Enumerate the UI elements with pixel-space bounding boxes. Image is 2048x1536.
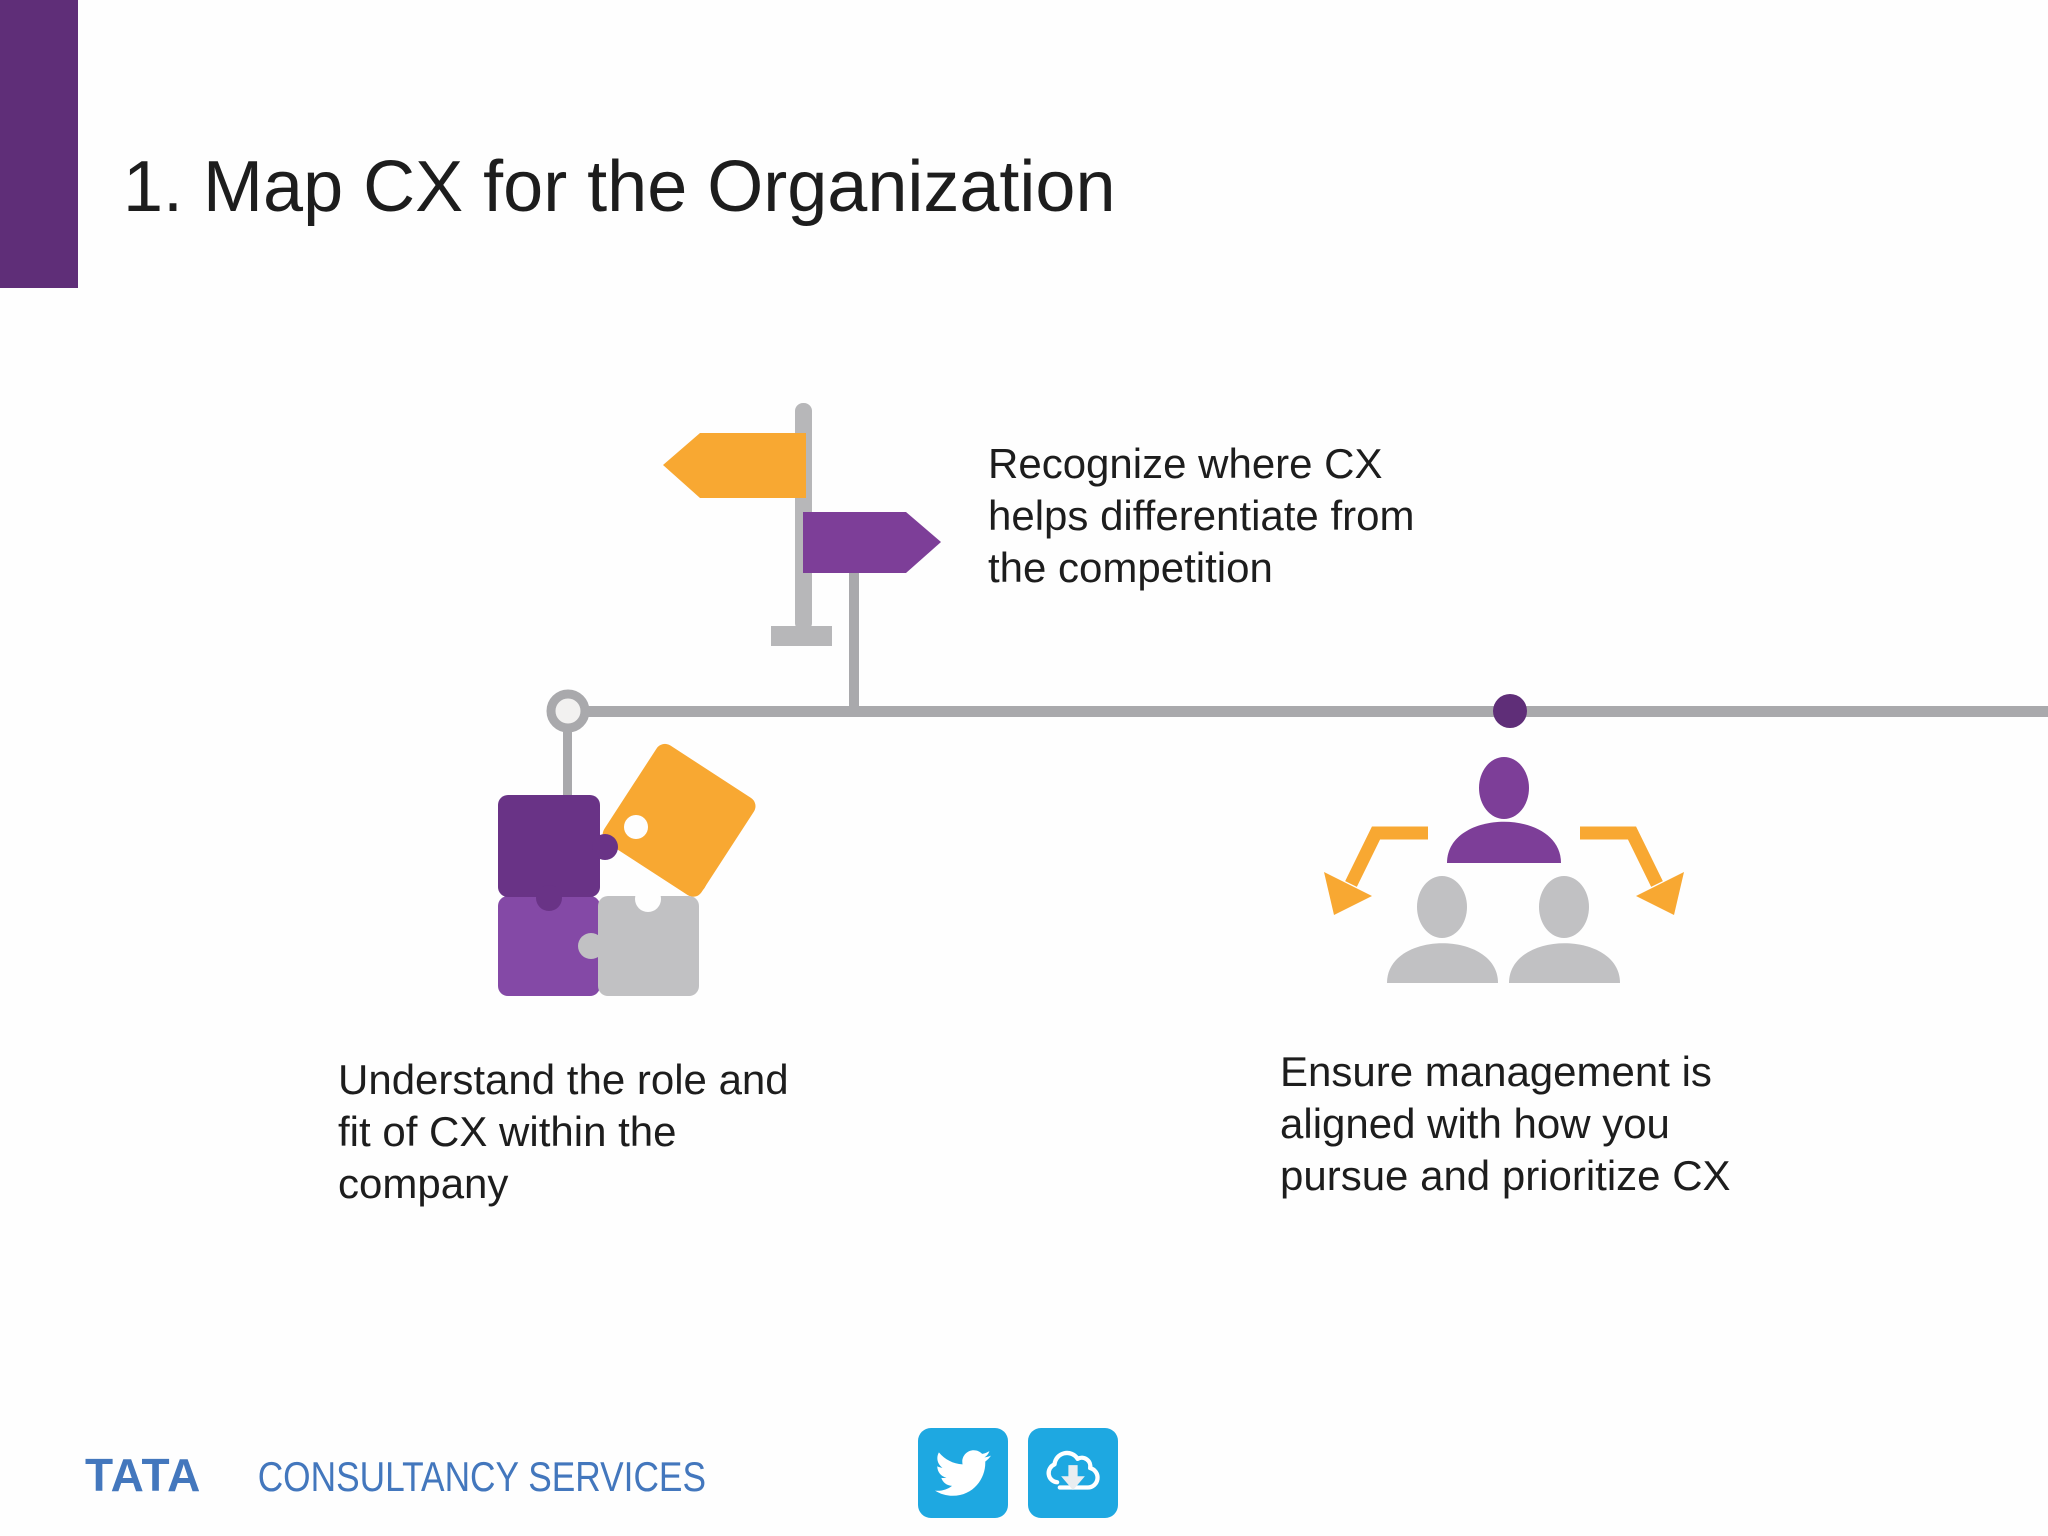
download-button[interactable] bbox=[1028, 1428, 1118, 1518]
signpost-arrow-right bbox=[803, 512, 941, 573]
person-left-icon bbox=[1387, 876, 1498, 983]
puzzle-piece-orange bbox=[602, 743, 756, 897]
arrow-down-left-icon bbox=[1324, 826, 1428, 915]
caption-management-alignment: Ensure management is aligned with how yo… bbox=[1280, 1048, 1731, 1199]
puzzle-icon bbox=[498, 743, 756, 996]
puzzle-connector-line bbox=[563, 718, 572, 800]
caption-role-fit: Understand the role and fit of CX within… bbox=[338, 1056, 789, 1207]
caption-differentiate: Recognize where CX helps differentiate f… bbox=[988, 440, 1415, 591]
puzzle-piece-bottom-right bbox=[598, 896, 699, 996]
puzzle-knob-gray bbox=[578, 933, 604, 959]
timeline bbox=[546, 689, 2048, 800]
tcs-logo: TATA CONSULTANCY SERVICES bbox=[85, 1448, 749, 1502]
timeline-milestone-dot bbox=[1493, 694, 1527, 728]
twitter-icon bbox=[935, 1450, 991, 1496]
accent-bar bbox=[0, 0, 78, 288]
puzzle-knob-orange bbox=[679, 866, 707, 894]
page-title: 1. Map CX for the Organization bbox=[123, 147, 1116, 228]
timeline-start-ring bbox=[546, 689, 590, 733]
puzzle-knob-down bbox=[536, 885, 562, 911]
social-buttons bbox=[918, 1428, 1118, 1518]
tcs-logo-services: CONSULTANCY SERVICES bbox=[258, 1453, 707, 1500]
puzzle-notch-gray bbox=[635, 886, 661, 912]
puzzle-piece-bottom-left bbox=[498, 896, 600, 996]
puzzle-knob-right bbox=[592, 834, 618, 860]
person-right-icon bbox=[1509, 876, 1620, 983]
cloud-download-icon bbox=[1046, 1450, 1100, 1491]
signpost-base bbox=[771, 626, 832, 646]
signpost-connector-line bbox=[849, 555, 859, 710]
tcs-logo-tata: TATA bbox=[85, 1449, 202, 1501]
twitter-button[interactable] bbox=[918, 1428, 1008, 1518]
puzzle-piece-top-left bbox=[498, 795, 600, 897]
management-icon bbox=[1324, 757, 1684, 983]
arrow-down-right-icon bbox=[1580, 826, 1684, 915]
timeline-line bbox=[568, 706, 2048, 717]
person-leader-icon bbox=[1447, 757, 1561, 863]
signpost-icon bbox=[663, 403, 941, 710]
puzzle-notch-orange bbox=[624, 815, 648, 839]
signpost-arrow-left bbox=[663, 433, 806, 498]
